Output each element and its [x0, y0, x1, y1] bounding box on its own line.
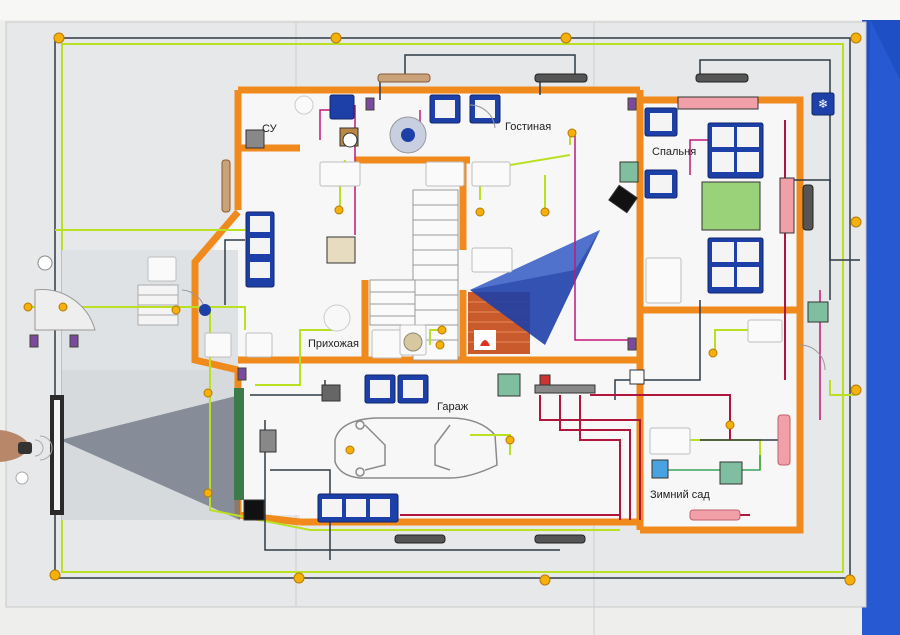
indicator-lamps — [23, 32, 862, 586]
room-label-su: СУ — [262, 123, 278, 135]
room-label-living: Гостиная — [505, 121, 551, 133]
room-label-garage: Гараж — [437, 401, 469, 413]
room-label-winter-garden: Зимний сад — [650, 489, 710, 501]
porch-steps — [137, 284, 179, 326]
motion-sensor-cone-highlight — [470, 230, 600, 290]
sensor-modules — [243, 96, 829, 521]
right-panel-shade — [862, 20, 900, 635]
garage-side-rail — [234, 388, 244, 500]
rotary-control — [342, 132, 358, 148]
hand-with-remote — [0, 430, 53, 462]
snowflake-icon: ❄ — [818, 97, 828, 111]
car-icon — [334, 417, 498, 479]
radiators — [221, 73, 814, 544]
entrance-sensor — [199, 304, 211, 316]
room-label-bedroom: Спальня — [652, 146, 696, 158]
round-devices — [15, 95, 427, 485]
ceiling — [0, 0, 900, 20]
small-sensors — [29, 97, 637, 381]
fire-icon — [480, 340, 490, 346]
switch-faces — [250, 100, 759, 517]
motion-sensor-cone-garage — [60, 395, 240, 520]
room-label-hallway: Прихожая — [308, 338, 359, 350]
garage-door-panel — [54, 400, 60, 510]
wiring-dark — [224, 54, 860, 560]
